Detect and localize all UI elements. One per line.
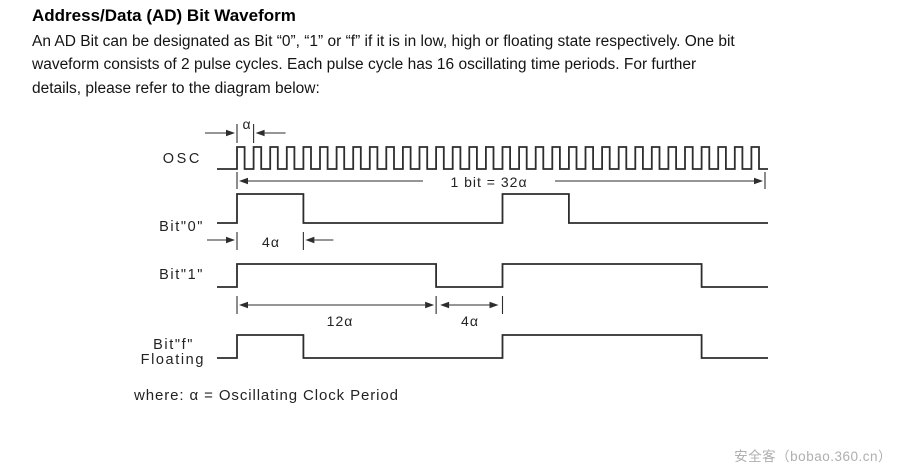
osc-waveform xyxy=(217,146,768,170)
watermark: 安全客（bobao.360.cn） xyxy=(734,449,892,464)
alpha-dim-arrow-right-head xyxy=(255,129,265,137)
bit1-12a-head-left xyxy=(239,301,248,309)
bit1-12a-head-right xyxy=(425,301,435,309)
bit0-dim-arrow-right-head xyxy=(305,236,315,244)
bit1-4a-head-right xyxy=(489,301,499,309)
bit1-4a-head-left xyxy=(440,301,450,309)
bit1-high-width-annotation: 12α xyxy=(327,313,354,329)
bit0-dim-arrow-left-head xyxy=(226,236,235,244)
bitf-row-label: Bit"f" xyxy=(153,337,194,353)
one-bit-dim-head-right xyxy=(754,177,763,185)
bit0-high-width-annotation: 4α xyxy=(262,234,280,250)
intro-line-2: waveform consists of 2 pulse cycles. Eac… xyxy=(32,56,697,74)
bit0-row-label: Bit"0" xyxy=(159,219,204,235)
bitf-waveform xyxy=(217,334,768,359)
alpha-period-annotation: α xyxy=(242,116,251,132)
bit1-waveform xyxy=(217,263,768,288)
where-note: where: α = Oscillating Clock Period xyxy=(133,387,399,404)
intro-paragraph: An AD Bit can be designated as Bit “0”, … xyxy=(32,30,735,100)
one-bit-width-annotation: 1 bit = 32α xyxy=(450,174,527,190)
bit0-waveform xyxy=(217,193,768,224)
bit1-row-label: Bit"1" xyxy=(159,267,204,283)
bit1-low-width-annotation: 4α xyxy=(461,313,479,329)
page-title: Address/Data (AD) Bit Waveform xyxy=(32,6,296,25)
alpha-dim-arrow-left-head xyxy=(226,129,235,137)
waveform-lines xyxy=(205,124,768,359)
bitf-floating-label: Floating xyxy=(141,352,205,368)
osc-row-label: OSC xyxy=(163,151,202,167)
intro-line-3: details, please refer to the diagram bel… xyxy=(32,79,320,97)
intro-line-1: An AD Bit can be designated as Bit “0”, … xyxy=(32,33,735,50)
one-bit-dim-head-left xyxy=(239,177,248,185)
